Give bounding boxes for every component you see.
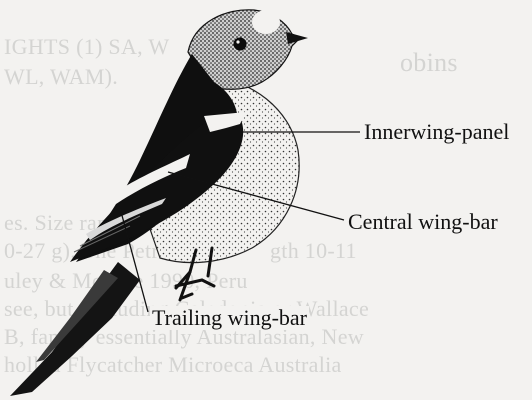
bird-tail: [10, 262, 140, 396]
label-trailing-wing-bar: Trailing wing-bar: [150, 306, 309, 330]
label-innerwing-panel: Innerwing-panel: [362, 120, 511, 144]
bird-eye: [234, 38, 247, 51]
label-central-wing-bar: Central wing-bar: [346, 210, 500, 234]
crown-patch: [252, 10, 280, 34]
bird-beak: [286, 32, 308, 44]
